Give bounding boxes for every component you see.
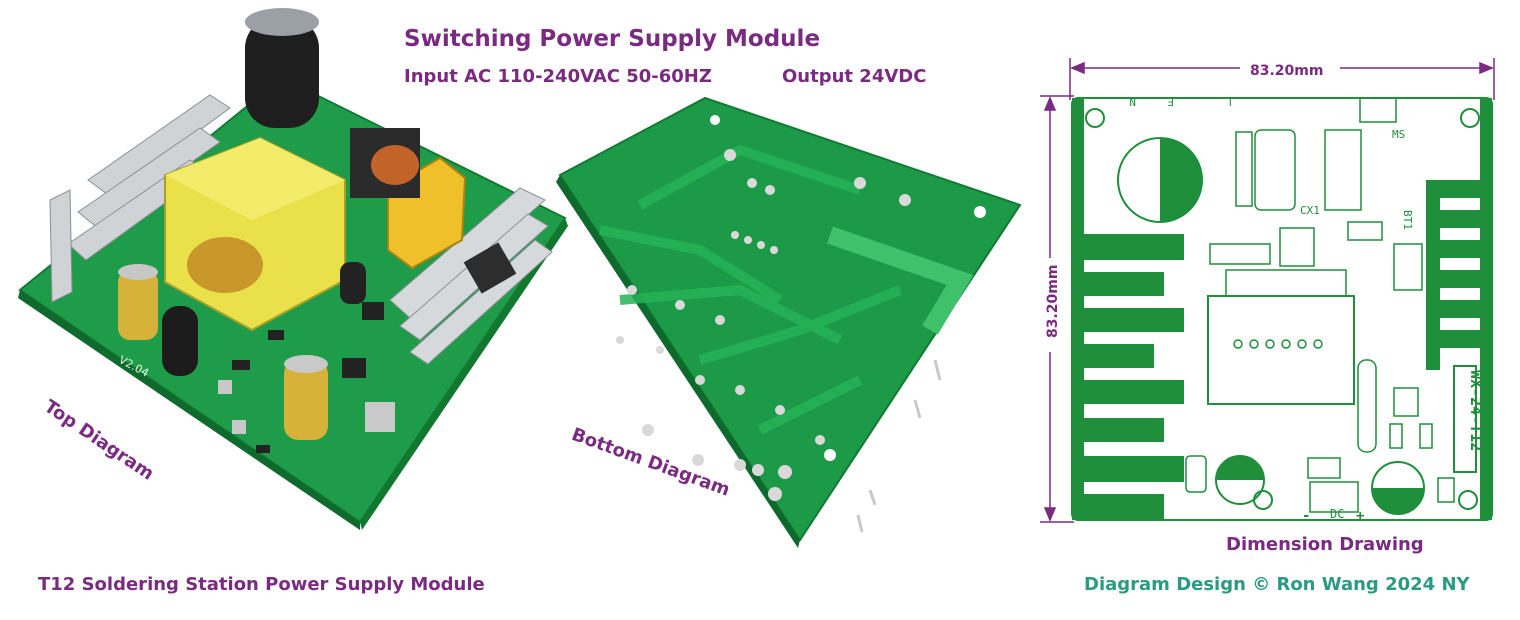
page-title: Switching Power Supply Module [404, 26, 821, 52]
width-dimension: 83.20mm [1250, 63, 1323, 79]
pin-n-label: N [1129, 95, 1136, 108]
output-spec: Output 24VDC [782, 66, 927, 87]
cx1-label: CX1 [1300, 204, 1320, 217]
board-model-text: WX-24-T12 [1467, 370, 1485, 451]
dc-plus-label: + [1356, 508, 1364, 524]
dc-minus-label: - [1302, 508, 1310, 524]
bt1-label: BT1 [1401, 210, 1414, 230]
top-view-board: V2.04 [18, 8, 568, 530]
pin-l-label: L [1225, 95, 1232, 108]
dimension-drawing-title: Dimension Drawing [1226, 534, 1424, 555]
dimension-drawing: 83.20mm 83.20mm [1040, 58, 1495, 524]
dc-label: DC [1330, 507, 1344, 521]
ms-label: MS [1392, 128, 1405, 141]
height-dimension: 83.20mm [1045, 265, 1061, 338]
module-caption: T12 Soldering Station Power Supply Modul… [38, 574, 485, 595]
bottom-view-board [535, 96, 1022, 548]
design-credit: Diagram Design © Ron Wang 2024 NY [1084, 574, 1470, 595]
pin-e-label: E [1167, 95, 1174, 108]
input-spec: Input AC 110-240VAC 50-60HZ [404, 66, 712, 87]
